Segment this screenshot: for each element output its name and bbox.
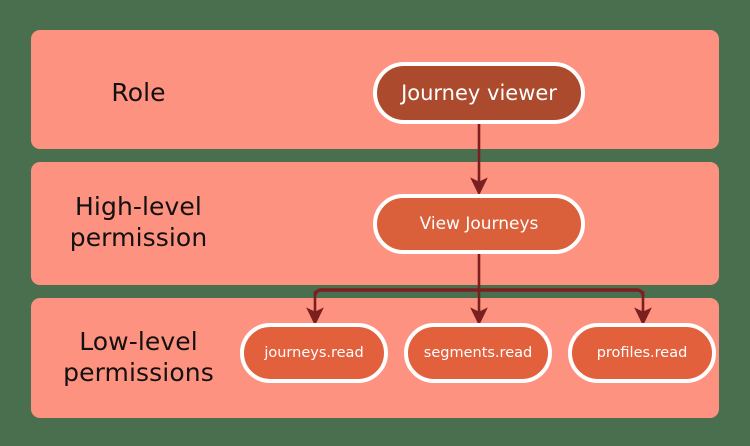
row-label-role: Role: [111, 78, 166, 107]
node-journey-viewer[interactable]: Journey viewer: [373, 62, 585, 124]
node-profiles-read[interactable]: profiles.read: [568, 323, 716, 383]
node-journeys-read[interactable]: journeys.read: [240, 323, 388, 383]
edge-elbow-left: [313, 288, 322, 297]
row-label-high-level-permission: High-level permission: [69, 192, 208, 252]
node-view-journeys[interactable]: View Journeys: [373, 194, 585, 254]
edge-elbow-right: [636, 288, 645, 297]
row-label-low-level-permissions: Low-level permissions: [63, 327, 214, 387]
node-segments-read[interactable]: segments.read: [404, 323, 552, 383]
